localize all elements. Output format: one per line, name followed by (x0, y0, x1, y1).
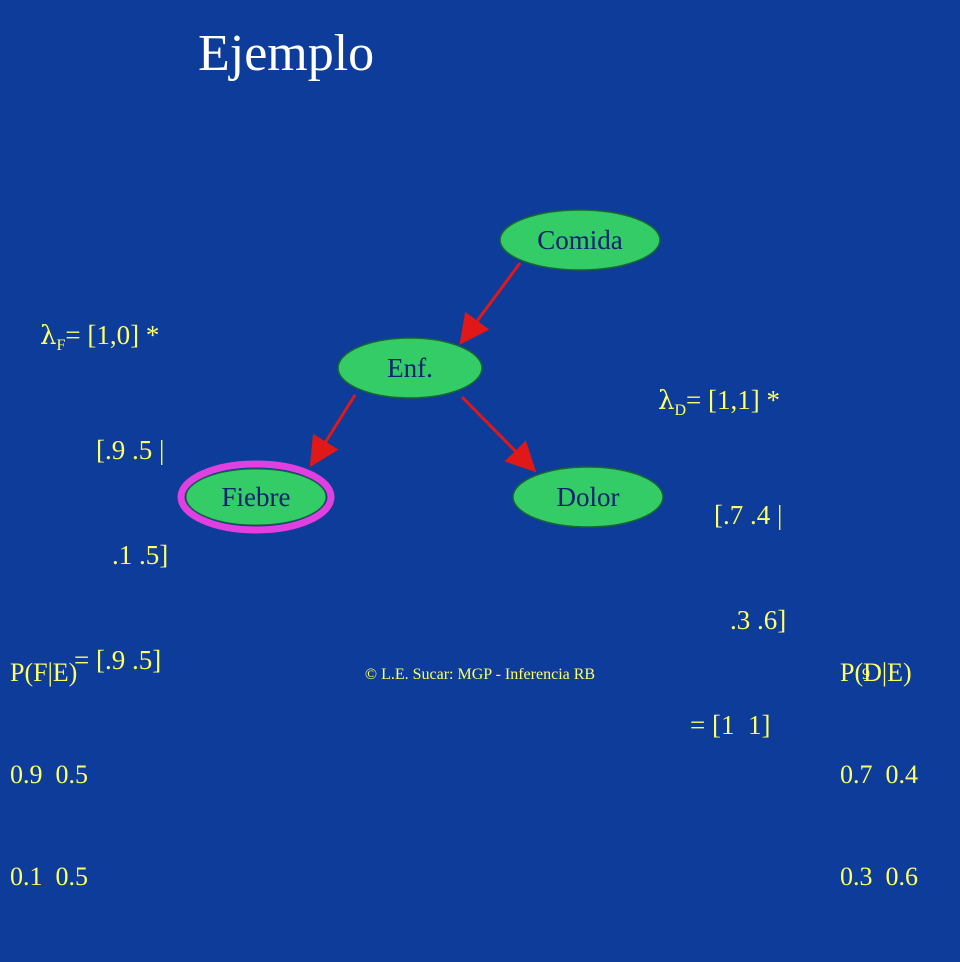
lambda-f-line2: [.9 .5 | (96, 435, 165, 465)
cpt-de-header: P(D|E) (840, 658, 912, 687)
lambda-symbol: λ (658, 386, 675, 416)
lambda-d-line3: .3 .6] (730, 605, 787, 635)
lambda-d-equation: λD= [1,1] * [.7 .4 | .3 .6] = [1 1] (658, 313, 786, 813)
node-dolor[interactable]: Dolor (512, 466, 664, 528)
edge-comida-enf (459, 262, 522, 345)
slide-title: Ejemplo (198, 25, 375, 82)
slide: Ejemplo Comida Enf. Fiebre Dolor (10, 25, 918, 891)
edge-enf-fiebre (309, 394, 357, 468)
node-fiebre[interactable]: Fiebre (177, 460, 335, 534)
node-dolor-label: Dolor (557, 482, 620, 512)
node-comida-label: Comida (537, 225, 623, 255)
lambda-f-line3: .1 .5] (112, 540, 169, 570)
page-number: 9 (862, 666, 870, 683)
fiebre-highlight-ring (177, 460, 335, 534)
cpt-de-row1: 0.7 0.4 (840, 760, 918, 789)
lambda-f-equation: λF= [1,0] * [.9 .5 | .1 .5] = [.9 .5] (40, 248, 168, 748)
cpt-dolor-given-enf: P(D|E) 0.7 0.4 0.3 0.6 (840, 588, 918, 962)
lambda-f-line1-rest: = [1,0] * (65, 320, 160, 350)
edge-enf-dolor (460, 395, 537, 473)
lambda-f-line4: = [.9 .5] (74, 645, 162, 675)
cpt-fe-row2: 0.1 0.5 (10, 862, 88, 891)
lambda-d-line4: = [1 1] (690, 710, 771, 740)
lambda-symbol: λ (40, 321, 57, 351)
lambda-d-line1-rest: = [1,1] * (686, 385, 781, 415)
bayes-network-diagram: Comida Enf. Fiebre Dolor (177, 209, 664, 534)
footer-credit: © L.E. Sucar: MGP - Inferencia RB (364, 666, 596, 683)
lambda-d-line2: [.7 .4 | (714, 500, 783, 530)
cpt-fiebre-given-enf: P(F|E) 0.9 0.5 0.1 0.5 (10, 588, 88, 962)
cpt-fe-row1: 0.9 0.5 (10, 760, 88, 789)
cpt-fe-header: P(F|E) (10, 658, 78, 687)
node-comida[interactable]: Comida (499, 209, 661, 271)
node-fiebre-label: Fiebre (222, 482, 291, 512)
lambda-f-subscript: F (56, 337, 66, 354)
lambda-f-line1: λF= [1,0] * (40, 318, 168, 363)
node-enf-label: Enf. (387, 353, 433, 383)
lambda-d-subscript: D (674, 402, 687, 419)
lambda-d-line1: λD= [1,1] * (658, 383, 786, 428)
cpt-de-row2: 0.3 0.6 (840, 862, 918, 891)
node-enf[interactable]: Enf. (337, 337, 483, 399)
